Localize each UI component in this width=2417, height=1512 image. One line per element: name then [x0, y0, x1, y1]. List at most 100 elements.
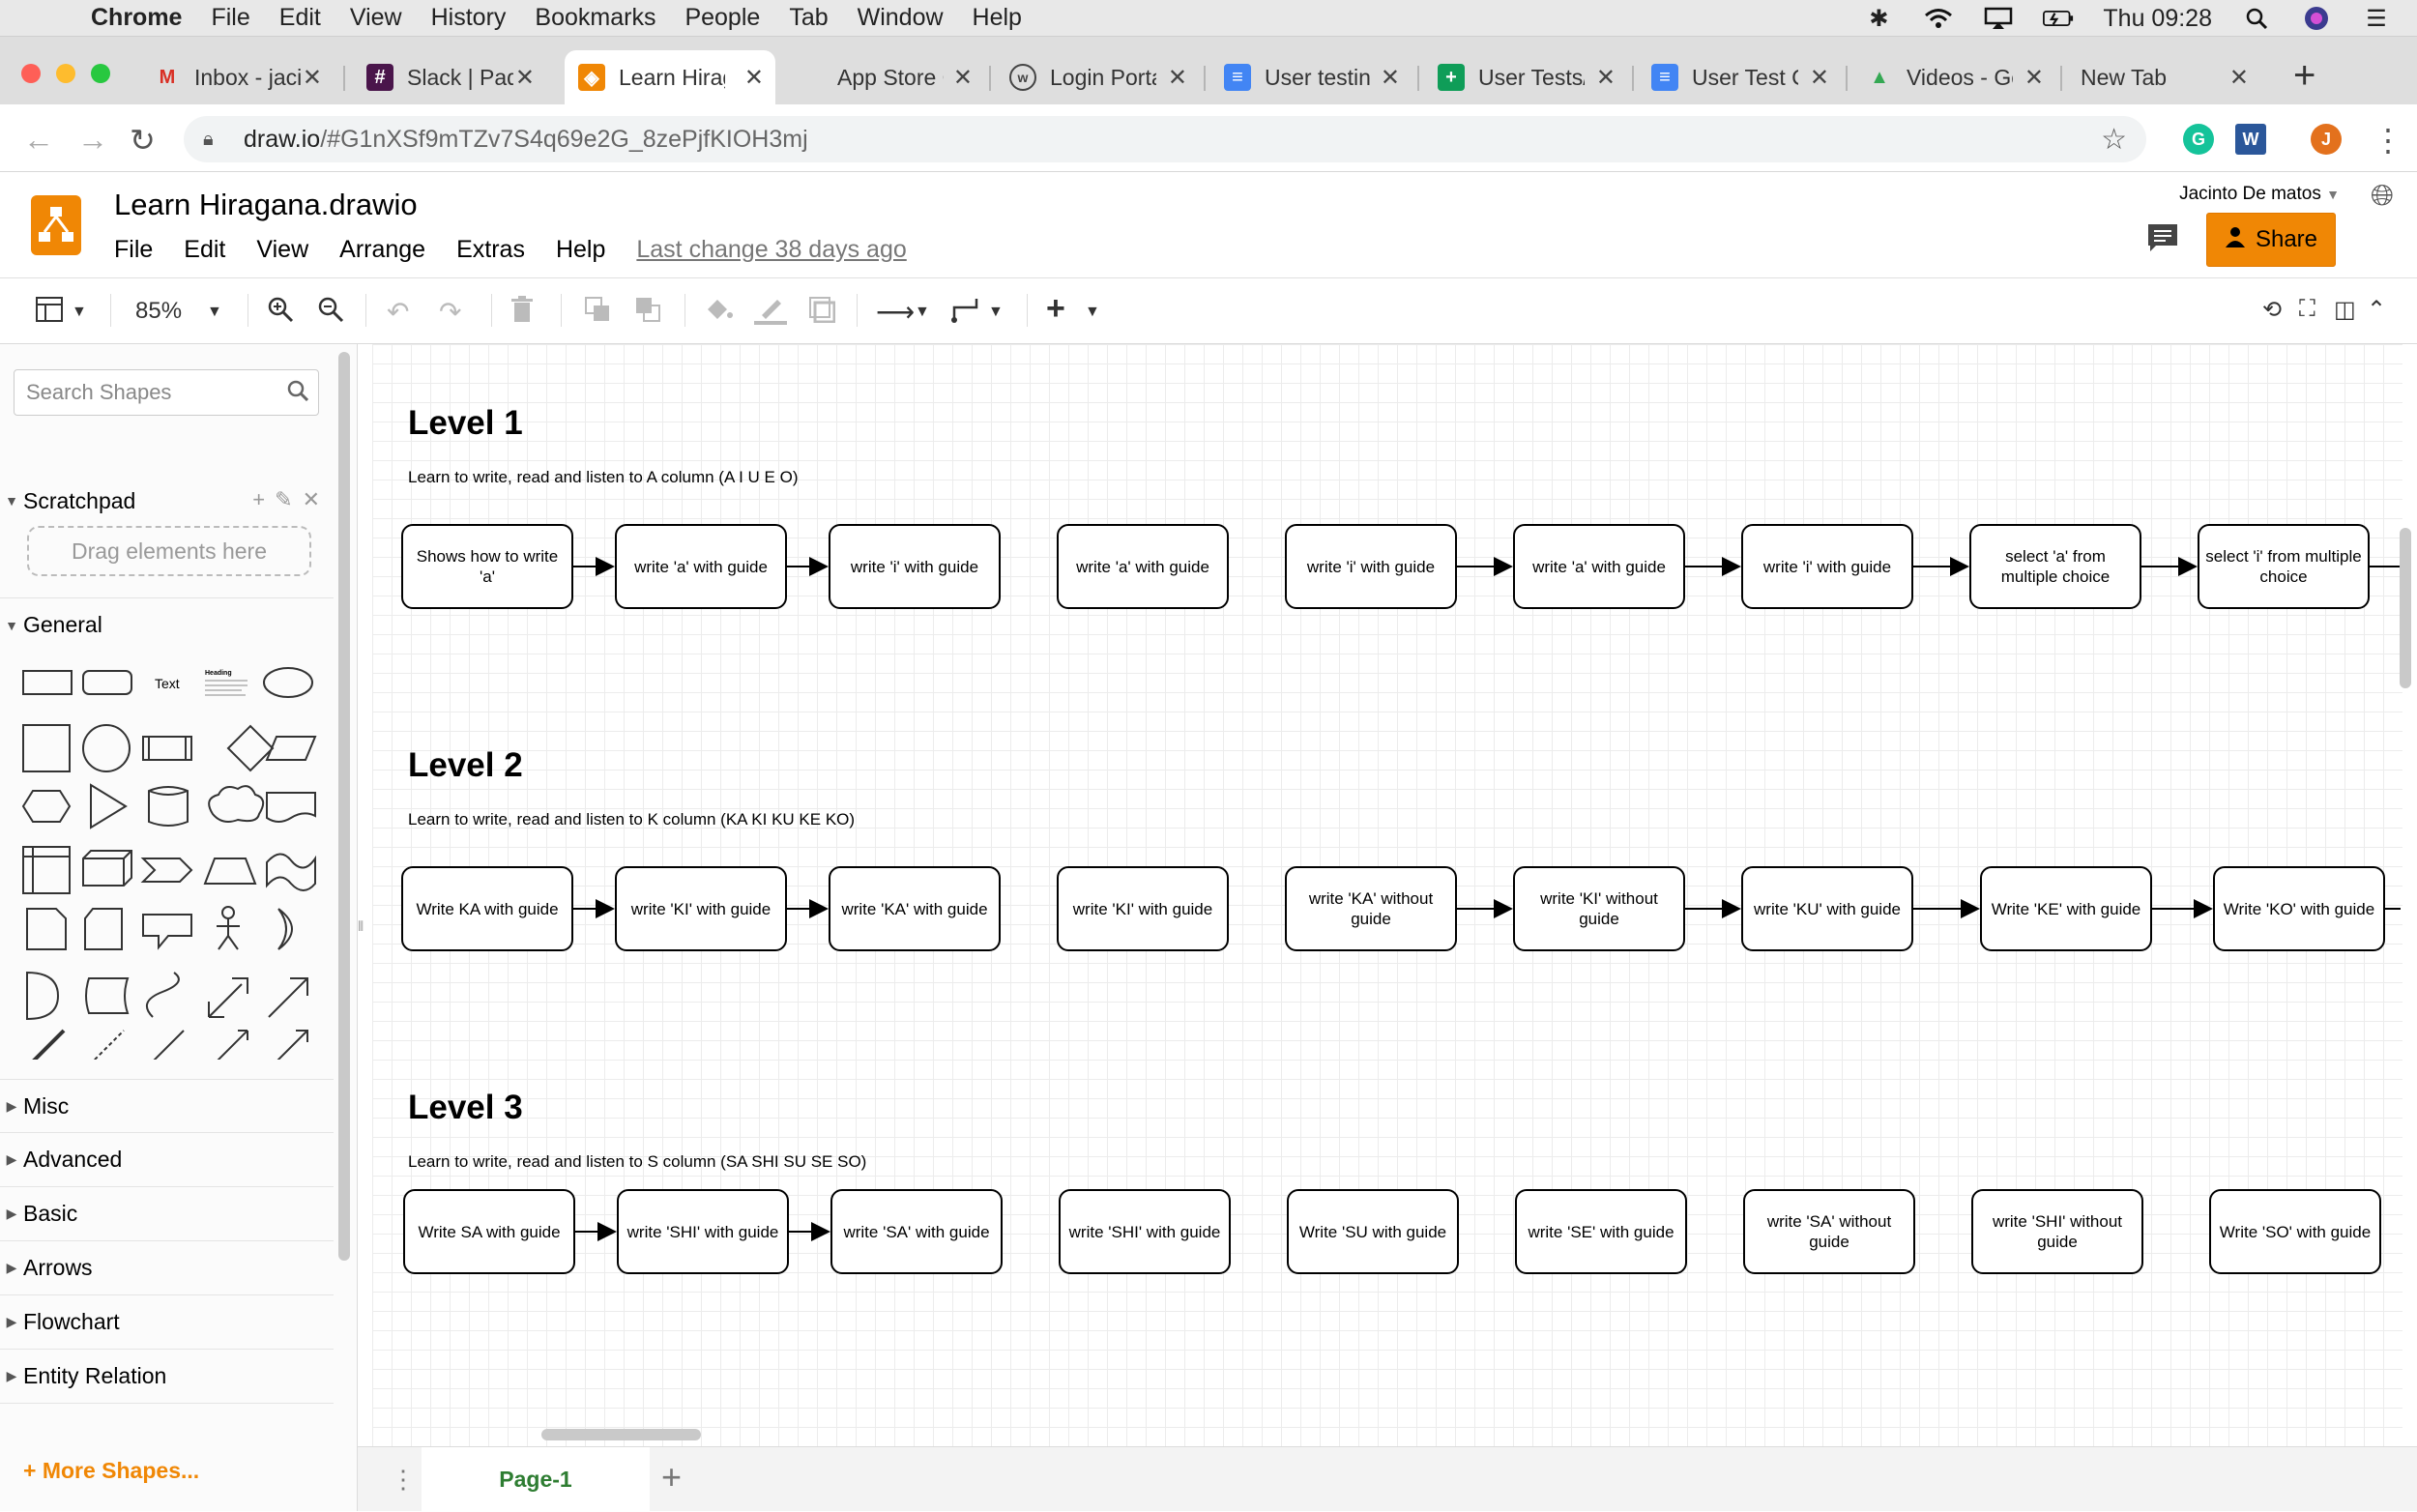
section-basic[interactable]: ▶Basic: [0, 1187, 334, 1241]
fullscreen-icon[interactable]: ⛶: [2299, 296, 2315, 322]
flow-node[interactable]: write 'KU' with guide: [1741, 866, 1913, 951]
flow-node[interactable]: Write 'KE' with guide: [1980, 866, 2152, 951]
flow-node[interactable]: write 'SA' without guide: [1743, 1189, 1915, 1274]
sidebar-resize-handle[interactable]: ⦀: [358, 918, 364, 934]
section-entity-relation[interactable]: ▶Entity Relation: [0, 1350, 334, 1404]
close-icon[interactable]: ✕: [302, 487, 320, 511]
sidebar-scrollbar[interactable]: [338, 352, 350, 1261]
pages-menu-icon[interactable]: ⋮: [391, 1465, 416, 1494]
flow-node[interactable]: Write 'SU with guide: [1287, 1189, 1459, 1274]
shape-trapezoid[interactable]: [203, 858, 257, 885]
tab-new-tab[interactable]: New Tab ✕: [2067, 50, 2260, 104]
shape-rounded-rectangle[interactable]: [82, 670, 132, 695]
shape-dashed-line[interactable]: [85, 1030, 125, 1060]
menu-window[interactable]: Window: [857, 4, 944, 31]
menu-view[interactable]: View: [349, 4, 402, 31]
flow-node[interactable]: Write SA with guide: [403, 1189, 575, 1274]
drawio-menu-extras[interactable]: Extras: [456, 236, 525, 263]
menubar-clock[interactable]: Thu 09:28: [2103, 4, 2212, 32]
drawio-menu-arrange[interactable]: Arrange: [339, 236, 426, 263]
flow-node[interactable]: write 'SHI' with guide: [617, 1189, 789, 1274]
close-icon[interactable]: ✕: [302, 64, 322, 91]
shape-bidirectional-connector[interactable]: [208, 1030, 248, 1060]
address-bar[interactable]: 🔒︎ draw.io/#G1nXSf9mTZv7S4q69e2G_8zePjfK…: [184, 116, 2146, 162]
flow-node[interactable]: write 'SA' with guide: [830, 1189, 1003, 1274]
shape-curve[interactable]: [145, 972, 180, 1018]
flow-node[interactable]: write 'KI' with guide: [1057, 866, 1229, 951]
level-2-heading[interactable]: Level 2: [408, 746, 523, 784]
format-panel-icon[interactable]: ◫: [2334, 297, 2356, 323]
to-front-icon[interactable]: [584, 296, 611, 330]
spotlight-search-icon[interactable]: [2241, 7, 2272, 30]
tab-user-tests-sheet[interactable]: + User Tests/ ✕: [1424, 50, 1627, 104]
shape-arrow[interactable]: [268, 977, 308, 1018]
window-close-button[interactable]: [21, 64, 41, 83]
search-icon[interactable]: [287, 380, 309, 407]
add-icon[interactable]: +: [252, 487, 266, 511]
menu-app-name[interactable]: Chrome: [91, 4, 183, 31]
shape-step[interactable]: [140, 858, 193, 883]
bluetooth-icon[interactable]: ✱: [1869, 5, 1889, 32]
section-advanced[interactable]: ▶Advanced: [0, 1133, 334, 1187]
flow-node[interactable]: write 'a' with guide: [1057, 524, 1229, 609]
chrome-menu-icon[interactable]: ⋮: [2373, 123, 2403, 158]
level-3-description[interactable]: Learn to write, read and listen to S col…: [408, 1152, 867, 1171]
connection-arrow-icon[interactable]: ⟶: [876, 297, 916, 327]
waypoints-icon[interactable]: [951, 296, 980, 330]
flow-node[interactable]: Write 'KO' with guide: [2213, 866, 2385, 951]
undo-icon[interactable]: ↶: [387, 297, 410, 327]
menu-help[interactable]: Help: [972, 4, 1022, 31]
drawio-menu-file[interactable]: File: [114, 236, 154, 263]
shape-circle[interactable]: [82, 724, 131, 772]
shape-line[interactable]: [145, 1030, 185, 1060]
shape-note[interactable]: [26, 908, 67, 950]
new-tab-plus-icon[interactable]: +: [2293, 54, 2316, 97]
flow-node[interactable]: write 'KA' without guide: [1285, 866, 1457, 951]
flow-node[interactable]: write 'i' with guide: [829, 524, 1001, 609]
share-button[interactable]: Share: [2206, 213, 2336, 267]
diagram-canvas[interactable]: Level 1 Learn to write, read and listen …: [372, 344, 2402, 1446]
collapse-chevron-up-icon[interactable]: ⌃: [2367, 297, 2387, 323]
battery-icon[interactable]: [2043, 7, 2074, 30]
flow-node[interactable]: write 'i' with guide: [1285, 524, 1457, 609]
window-zoom-button[interactable]: [91, 64, 110, 83]
shape-diamond[interactable]: [226, 724, 275, 772]
close-icon[interactable]: ✕: [2228, 64, 2249, 91]
flow-node[interactable]: write 'a' with guide: [1513, 524, 1685, 609]
wifi-icon[interactable]: [1923, 7, 1954, 30]
menu-file[interactable]: File: [211, 4, 250, 31]
chevron-down-icon[interactable]: ▼: [988, 304, 1004, 320]
shape-triangle[interactable]: [90, 783, 128, 829]
page-tab[interactable]: Page-1: [422, 1447, 650, 1512]
airplay-icon[interactable]: [1983, 7, 2014, 30]
flow-node[interactable]: Write 'SO' with guide: [2209, 1189, 2381, 1274]
level-3-heading[interactable]: Level 3: [408, 1089, 523, 1126]
document-title[interactable]: Learn Hiragana.drawio: [114, 188, 418, 221]
forward-arrow-icon[interactable]: →: [77, 122, 108, 157]
shape-cube[interactable]: [82, 850, 132, 887]
close-icon[interactable]: ✕: [1380, 64, 1400, 91]
reload-icon[interactable]: ↻: [130, 123, 156, 158]
shape-heading[interactable]: Heading: [205, 670, 232, 677]
shape-data-storage[interactable]: [85, 977, 130, 1014]
canvas-horizontal-scrollbar[interactable]: [541, 1429, 701, 1440]
bookmark-star-icon[interactable]: ☆: [2101, 123, 2127, 156]
tab-user-test-doc[interactable]: ≡ User Test C ✕: [1638, 50, 1841, 104]
drawio-menu-edit[interactable]: Edit: [184, 236, 226, 263]
level-1-description[interactable]: Learn to write, read and listen to A col…: [408, 468, 799, 486]
tab-login-portal[interactable]: w Login Porta ✕: [996, 50, 1199, 104]
shape-process[interactable]: [142, 736, 192, 761]
flow-node[interactable]: write 'i' with guide: [1741, 524, 1913, 609]
flow-node[interactable]: write 'a' with guide: [615, 524, 787, 609]
delete-trash-icon[interactable]: [510, 296, 534, 330]
shape-bidirectional-arrow[interactable]: [208, 977, 248, 1018]
level-1-heading[interactable]: Level 1: [408, 404, 523, 442]
insert-plus-icon[interactable]: +: [1046, 290, 1065, 327]
zoom-in-icon[interactable]: [267, 296, 294, 330]
shape-square[interactable]: [22, 724, 71, 772]
shape-callout[interactable]: [142, 914, 192, 950]
shape-rectangle[interactable]: [22, 670, 73, 695]
zoom-level[interactable]: 85%: [135, 298, 183, 324]
close-icon[interactable]: ✕: [1167, 64, 1187, 91]
siri-icon[interactable]: [2301, 7, 2332, 30]
